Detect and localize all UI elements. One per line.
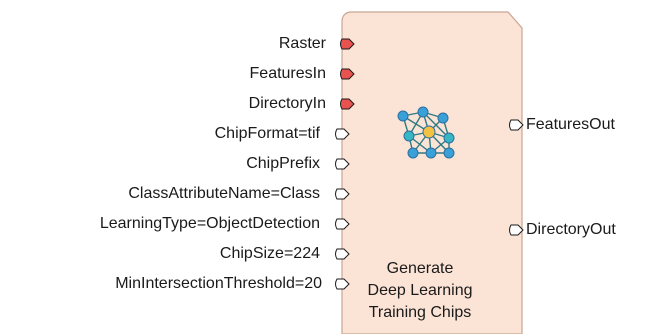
input-port-connector[interactable] bbox=[335, 158, 350, 170]
node-title-line-1: Generate bbox=[386, 260, 454, 277]
input-port-connector[interactable] bbox=[340, 68, 355, 80]
input-port-label: ChipFormat=tif bbox=[214, 125, 320, 142]
input-port-connector[interactable] bbox=[340, 98, 355, 110]
input-port-label: ClassAttributeName=Class bbox=[128, 185, 320, 202]
input-port-connector[interactable] bbox=[335, 218, 350, 230]
input-port-connector[interactable] bbox=[335, 128, 350, 140]
input-port-label: DirectoryIn bbox=[248, 95, 326, 112]
input-port-label: Raster bbox=[278, 35, 326, 52]
node-title-line-2: Deep Learning bbox=[367, 282, 473, 299]
node-title-line-3: Training Chips bbox=[368, 304, 472, 321]
input-port-connector[interactable] bbox=[335, 248, 350, 260]
input-port-label: MinIntersectionThreshold=20 bbox=[115, 275, 322, 292]
input-port-label: ChipSize=224 bbox=[219, 245, 320, 262]
input-port-connector[interactable] bbox=[340, 38, 355, 50]
node-body[interactable] bbox=[341, 11, 523, 334]
input-port-label: ChipPrefix bbox=[246, 155, 320, 172]
output-port-label: FeaturesOut bbox=[526, 116, 615, 133]
node-title: Generate Deep Learning Training Chips bbox=[332, 258, 508, 324]
input-port-label: FeaturesIn bbox=[249, 65, 326, 82]
output-port-label: DirectoryOut bbox=[526, 221, 616, 238]
input-port-connector[interactable] bbox=[335, 188, 350, 200]
input-port-connector[interactable] bbox=[335, 278, 350, 290]
input-port-label: LearningType=ObjectDetection bbox=[99, 215, 320, 232]
output-port-connector[interactable] bbox=[509, 119, 524, 131]
deep-learning-network-icon bbox=[397, 106, 455, 159]
output-port-connector[interactable] bbox=[509, 224, 524, 236]
